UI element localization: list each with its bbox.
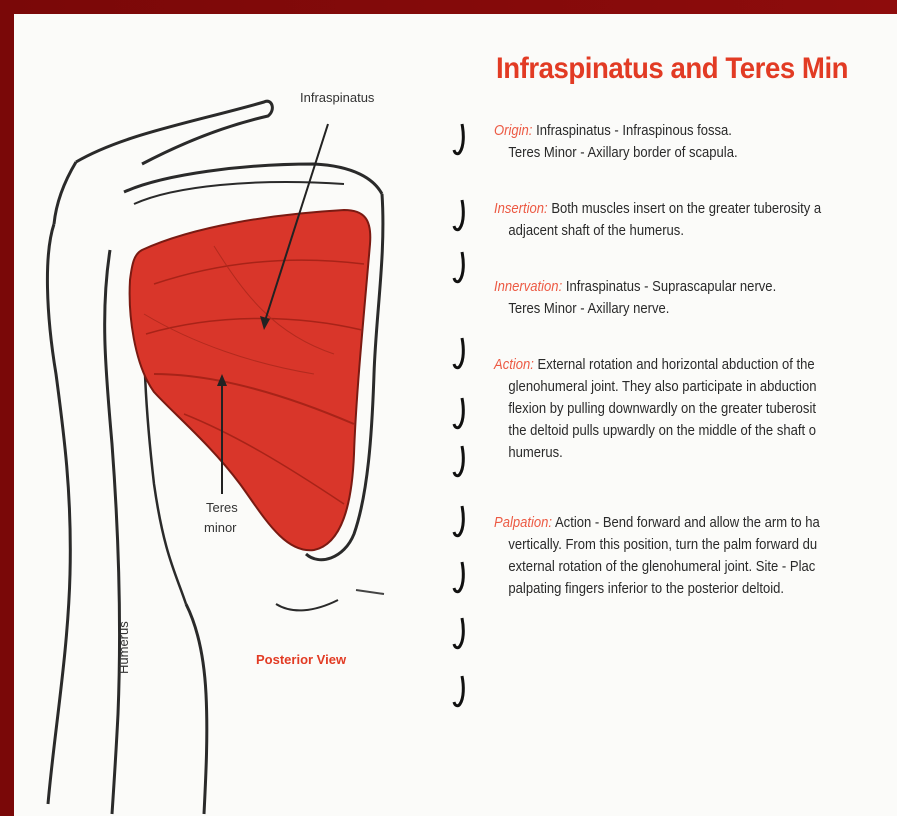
lower-arm-outline xyxy=(186,604,207,814)
palpation-section: Palpation: Action - Bend forward and all… xyxy=(494,512,872,600)
stray-mark xyxy=(356,590,384,594)
palpation-line2: vertically. From this position, turn the… xyxy=(494,534,872,556)
origin-line2: Teres Minor - Axillary border of scapula… xyxy=(494,142,872,164)
innervation-label: Innervation: xyxy=(494,279,562,295)
binding-ring xyxy=(450,444,470,480)
binding-ring xyxy=(450,396,470,432)
insertion-section: Insertion: Both muscles insert on the gr… xyxy=(494,198,872,242)
binding-ring xyxy=(450,250,470,286)
insertion-line1: Both muscles insert on the greater tuber… xyxy=(551,201,821,217)
binding-ring xyxy=(450,616,470,652)
shoulder-illustration: Infraspinatus Teres minor Humerus Poster… xyxy=(14,14,474,816)
binding-ring xyxy=(450,560,470,596)
binding-ring xyxy=(450,122,470,158)
arm-outer-outline xyxy=(47,224,70,804)
page-title: Infraspinatus and Teres Min xyxy=(496,52,848,86)
binding-ring xyxy=(450,198,470,234)
origin-line1: Infraspinatus - Infraspinous fossa. xyxy=(536,123,732,139)
insertion-label: Insertion: xyxy=(494,201,548,217)
palpation-line1: Action - Bend forward and allow the arm … xyxy=(555,515,820,531)
scapula-spine-outline xyxy=(76,101,272,164)
action-line1: External rotation and horizontal abducti… xyxy=(538,357,815,373)
action-label: Action: xyxy=(494,357,534,373)
action-line3: flexion by pulling downwardly on the gre… xyxy=(494,398,872,420)
palpation-label: Palpation: xyxy=(494,515,552,531)
scapula-lower-outline xyxy=(276,600,338,610)
shoulder-top-outline xyxy=(54,162,76,224)
action-line4: the deltoid pulls upwardly on the middle… xyxy=(494,420,872,442)
innervation-line1: Infraspinatus - Suprascapular nerve. xyxy=(566,279,776,295)
binding-ring xyxy=(450,336,470,372)
label-infraspinatus: Infraspinatus xyxy=(300,90,375,105)
action-line2: glenohumeral joint. They also participat… xyxy=(494,376,872,398)
origin-section: Origin: Infraspinatus - Infraspinous fos… xyxy=(494,120,872,164)
binding-ring xyxy=(450,504,470,540)
palpation-line3: external rotation of the glenohumeral jo… xyxy=(494,556,872,578)
scapula-upper-outline xyxy=(124,164,382,194)
action-section: Action: External rotation and horizontal… xyxy=(494,354,872,464)
action-line5: humerus. xyxy=(494,442,872,464)
label-teres-line1: Teres xyxy=(206,500,238,515)
figure-caption: Posterior View xyxy=(256,652,347,667)
humerus-outline-left xyxy=(105,250,120,814)
origin-label: Origin: xyxy=(494,123,532,139)
insertion-line2: adjacent shaft of the humerus. xyxy=(494,220,872,242)
palpation-line4: palpating fingers inferior to the poster… xyxy=(494,578,872,600)
scapula-spine-inner xyxy=(134,182,344,204)
innervation-section: Innervation: Infraspinatus - Suprascapul… xyxy=(494,276,872,320)
innervation-line2: Teres Minor - Axillary nerve. xyxy=(494,298,872,320)
binding-ring xyxy=(450,674,470,710)
textbook-page: Infraspinatus Teres minor Humerus Poster… xyxy=(14,14,897,816)
label-humerus: Humerus xyxy=(116,621,131,674)
label-teres-line2: minor xyxy=(204,520,237,535)
